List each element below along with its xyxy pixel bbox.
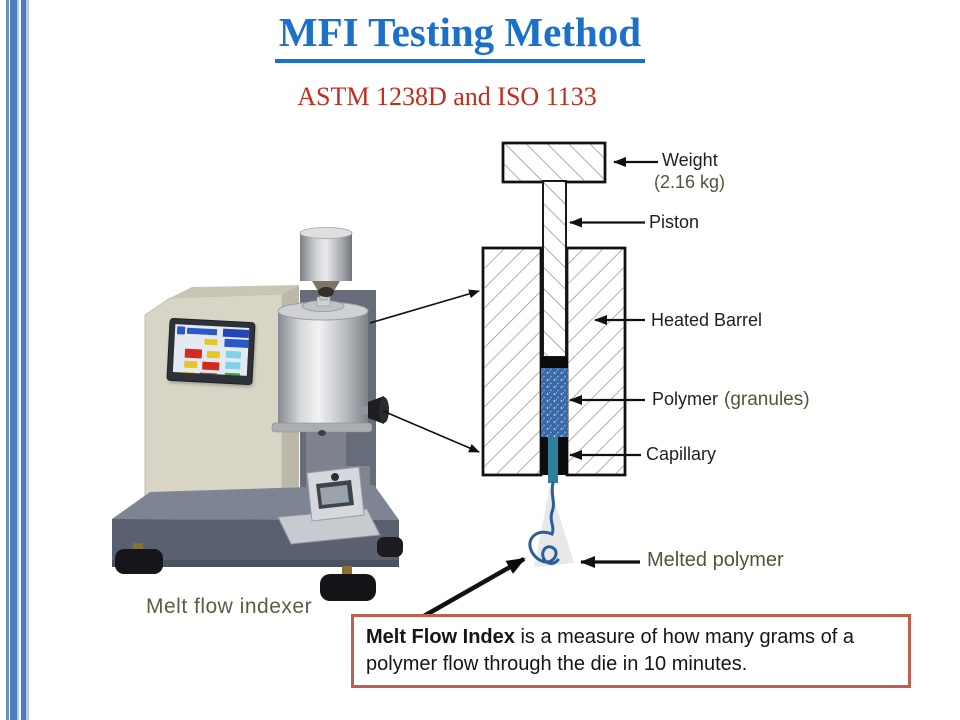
- machine-foot: [377, 537, 403, 557]
- screen-button: [184, 360, 198, 369]
- machine-foot: [115, 549, 163, 574]
- screen-logo: [176, 326, 186, 335]
- screen-button: [224, 338, 250, 348]
- arrow-note-to-melted-polymer: [422, 557, 526, 618]
- schematic-die-tube: [548, 437, 558, 483]
- label-polymer: Polymer(granules): [652, 389, 810, 410]
- note-text: is a measure of how many grams of a poly…: [366, 626, 854, 675]
- label-polymer-granules: (granules): [724, 389, 810, 410]
- screen-button: [204, 338, 218, 346]
- machine-weight: [300, 233, 352, 281]
- screen-button: [199, 372, 217, 376]
- left-border-stripe: [21, 0, 26, 720]
- page-subtitle: ASTM 1238D and ISO 1133: [297, 82, 597, 111]
- annotation-arrows: [369, 157, 658, 618]
- screen-button: [202, 361, 220, 371]
- mfi-schematic: [481, 141, 627, 567]
- machine-barrel-cylinder: [278, 311, 368, 428]
- label-weight: Weight: [662, 150, 718, 170]
- left-border-stripe: [26, 0, 29, 720]
- schematic-barrel-right: [565, 246, 627, 477]
- schematic-piston-tip: [541, 357, 568, 368]
- left-border-stripe: [6, 0, 9, 720]
- label-capillary: Capillary: [646, 444, 717, 464]
- screen-button: [206, 350, 221, 359]
- schematic-melted-polymer: [528, 481, 560, 565]
- melt-flow-indexer-machine: [112, 227, 403, 601]
- label-heated-barrel: Heated Barrel: [651, 310, 763, 330]
- left-border-stripe: [10, 0, 17, 720]
- machine-caption: Melt flow indexer: [146, 595, 313, 618]
- screen-button: [184, 348, 203, 359]
- label-melted-polymer: Melted polymer: [647, 549, 784, 571]
- machine-foot: [320, 574, 376, 601]
- label-piston: Piston: [649, 212, 700, 232]
- machine-touchscreen: [166, 317, 256, 386]
- arrow-machine-to-barrel-bottom: [382, 410, 480, 453]
- schematic-weight: [501, 141, 607, 184]
- screen-button: [225, 350, 242, 359]
- left-border-stripe: [17, 0, 19, 720]
- definition-note-box: Melt Flow Index is a measure of how many…: [351, 614, 911, 689]
- label-weight-value: (2.16 kg): [654, 172, 726, 192]
- schematic-piston: [542, 180, 567, 358]
- schematic-barrel-left: [481, 246, 543, 477]
- screen-button: [183, 371, 194, 376]
- note-term: Melt Flow Index: [366, 626, 515, 648]
- page-title: MFI Testing Method: [110, 8, 810, 63]
- screen-button: [225, 361, 241, 370]
- screen-button: [224, 372, 240, 376]
- arrow-machine-to-barrel-top: [369, 289, 480, 324]
